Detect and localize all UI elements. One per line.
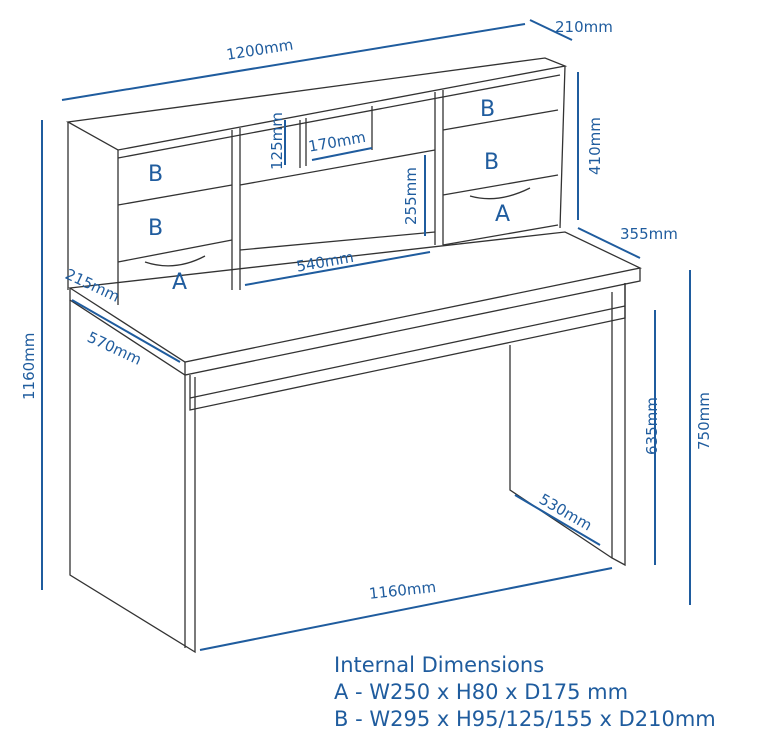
knee-height-label: 635mm — [643, 397, 661, 455]
compartment-height-label: 125mm — [268, 112, 286, 170]
hutch-height-label: 410mm — [586, 117, 604, 175]
internal-dimensions-a: A - W250 x H80 x D175 mm — [334, 680, 629, 704]
dimension-lines — [41, 19, 691, 651]
internal-dimensions: Internal Dimensions A - W250 x H80 x D17… — [334, 652, 716, 733]
marker-b: B — [484, 150, 500, 175]
desk-height-label: 750mm — [695, 392, 713, 450]
hutch-depth-label: 210mm — [555, 18, 613, 36]
internal-dimensions-b: B - W295 x H95/125/155 x D210mm — [334, 707, 716, 731]
marker-a: A — [172, 270, 188, 295]
marker-a: A — [495, 202, 511, 227]
opening-height-label: 255mm — [402, 167, 420, 225]
internal-dimensions-title: Internal Dimensions — [334, 653, 545, 677]
marker-b: B — [480, 97, 496, 122]
marker-b: B — [148, 162, 164, 187]
marker-b: B — [148, 216, 164, 241]
total-height-label: 1160mm — [20, 332, 38, 400]
desk-depth-right-label: 355mm — [620, 225, 678, 243]
desk-outline — [65, 57, 643, 654]
